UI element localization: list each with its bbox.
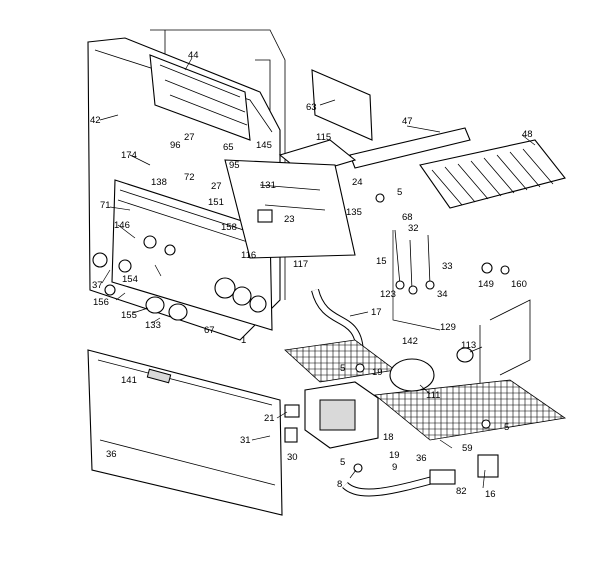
callout-16: 16 [485,489,496,500]
callout-115: 115 [316,132,331,143]
callout-96: 96 [170,140,181,151]
callout-67: 67 [204,325,215,336]
callout-63: 63 [306,102,317,113]
callout-155: 155 [121,310,137,321]
fan [389,347,474,392]
callout-5a: 5 [397,187,402,198]
electrodes [394,229,435,295]
callout-65: 65 [223,142,234,153]
callout-8: 8 [337,479,342,490]
callout-18: 18 [383,432,394,443]
callout-27b: 27 [211,181,222,192]
callout-156: 156 [93,297,109,308]
callout-71: 71 [100,200,111,211]
callout-24: 24 [352,177,363,188]
callout-138: 138 [151,177,167,188]
callout-30: 30 [287,452,298,463]
callout-149: 149 [478,279,494,290]
callout-151: 151 [208,197,224,208]
callout-1: 1 [241,335,246,346]
callout-146: 146 [114,220,130,231]
callout-42: 42 [90,115,101,126]
callout-158: 158 [221,222,237,233]
callout-113: 113 [461,340,476,351]
gas-valve [304,381,379,449]
callout-141: 141 [121,375,137,386]
callout-5d: 5 [340,457,345,468]
callout-17: 17 [371,307,382,318]
control-panel [111,179,273,331]
callout-68: 68 [402,212,413,223]
front-casing-bottom [87,349,283,516]
callout-174: 174 [121,150,137,161]
callout-111: 111 [426,390,440,401]
callout-135: 135 [346,207,362,218]
callout-133: 133 [145,320,161,331]
callout-145: 145 [256,140,272,151]
callouts: 44 42 63 47 48 115 145 96 27 65 174 95 7… [90,50,533,500]
glass-panel [149,54,251,141]
callout-117: 117 [293,259,308,270]
callout-21: 21 [264,413,275,424]
callout-44: 44 [188,50,199,61]
callout-9: 9 [392,462,397,473]
bracket-63 [311,69,373,141]
callout-154: 154 [122,274,138,285]
callout-33: 33 [442,261,453,272]
burner-assembly [349,127,566,209]
callout-37: 37 [92,280,103,291]
callout-47: 47 [402,116,413,127]
callout-142: 142 [402,336,418,347]
callout-32: 32 [408,223,419,234]
leader-lines [99,57,536,489]
callout-5b: 5 [340,363,345,374]
mesh-plates [284,339,567,441]
callout-5c: 5 [504,422,509,433]
knobs [92,252,188,321]
callout-27: 27 [184,132,195,143]
callout-19a: 19 [372,367,383,378]
callout-160: 160 [511,279,527,290]
callout-34: 34 [437,289,448,300]
callout-31: 31 [240,435,251,446]
callout-116: 116 [241,250,256,261]
callout-23: 23 [284,214,295,225]
callout-59: 59 [462,443,473,454]
callout-72: 72 [184,172,195,183]
callout-19b: 19 [389,450,400,461]
lower-pipe [342,454,499,497]
callout-82: 82 [456,486,467,497]
small-parts [257,193,510,473]
callout-36b: 36 [416,453,427,464]
callout-48: 48 [522,129,533,140]
air-box [224,139,357,259]
callout-95: 95 [229,160,240,171]
callout-129: 129 [440,322,456,333]
callout-36a: 36 [106,449,117,460]
callout-15: 15 [376,256,387,267]
callout-131: 131 [260,180,276,191]
callout-123: 123 [380,289,396,300]
